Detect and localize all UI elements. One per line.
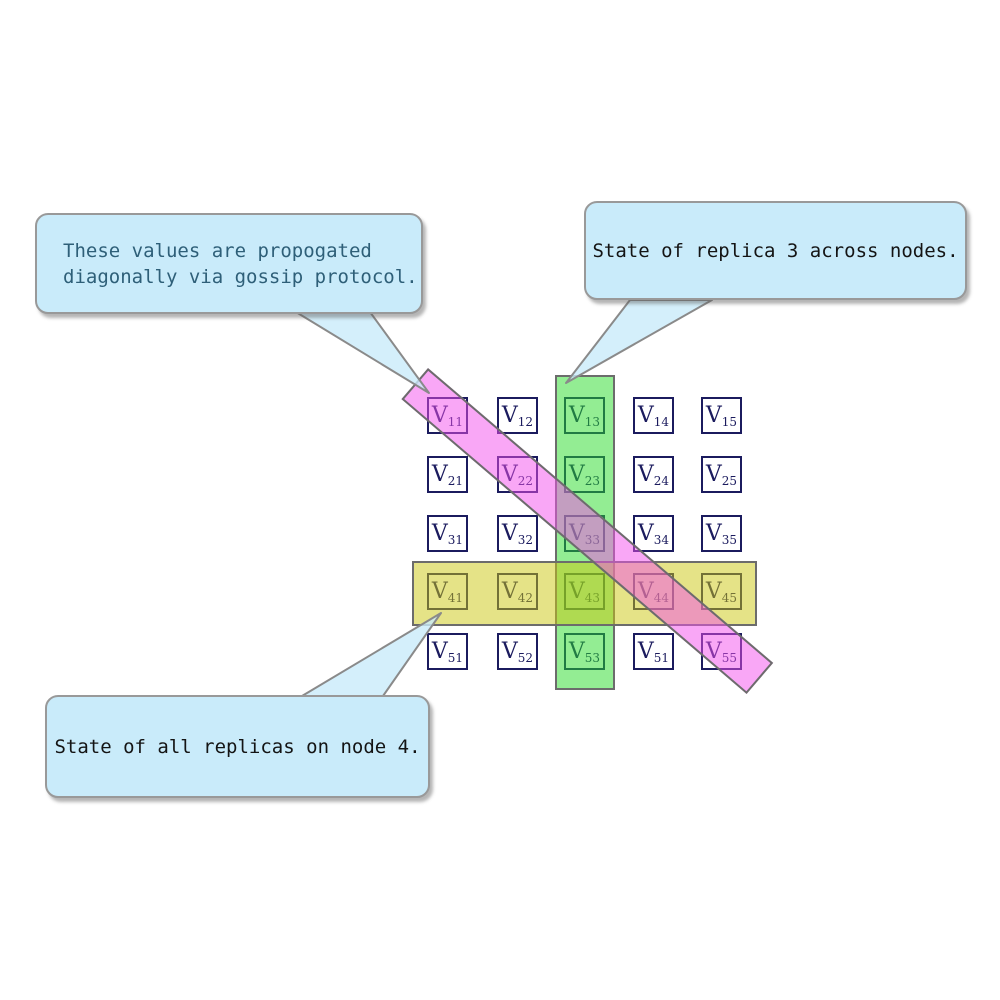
matrix-cell-v21: V21 [427,456,468,493]
matrix-cell-v54: V51 [633,633,674,670]
cell-label: V51 [431,638,464,665]
cell-label: V32 [501,520,534,547]
matrix-cell-v51: V51 [427,633,468,670]
cell-label: V34 [637,520,670,547]
matrix-cell-v32: V32 [497,515,538,552]
matrix-cell-v25: V25 [701,456,742,493]
cell-label: V24 [637,461,670,488]
gossip-callout: These values are propogated diagonally v… [35,213,423,314]
gossip-callout-line2: diagonally via gossip protocol. [63,265,418,288]
cell-label: V31 [431,520,464,547]
cell-label: V21 [431,461,464,488]
matrix-cell-v31: V31 [427,515,468,552]
cell-label: V14 [637,402,670,429]
matrix-cell-v52: V52 [497,633,538,670]
gossip-callout-tail [295,311,430,394]
matrix-cell-v24: V24 [633,456,674,493]
replica3-callout-text: State of replica 3 across nodes. [592,239,959,262]
cell-label: V12 [501,402,534,429]
cell-label: V25 [705,461,738,488]
matrix-cell-v14: V14 [633,397,674,434]
matrix-cell-v15: V15 [701,397,742,434]
matrix-cell-v12: V12 [497,397,538,434]
cell-label: V51 [637,638,670,665]
cell-label: V15 [705,402,738,429]
cell-label: V52 [501,638,534,665]
matrix-cell-v34: V34 [633,515,674,552]
node4-callout-text: State of all replicas on node 4. [54,735,421,758]
matrix-cell-v35: V35 [701,515,742,552]
gossip-callout-line1: These values are propogated [63,239,372,262]
replica-callout-tail [565,299,713,384]
node4-callout: State of all replicas on node 4. [45,695,430,798]
replica3-callout: State of replica 3 across nodes. [584,201,967,300]
cell-label: V35 [705,520,738,547]
